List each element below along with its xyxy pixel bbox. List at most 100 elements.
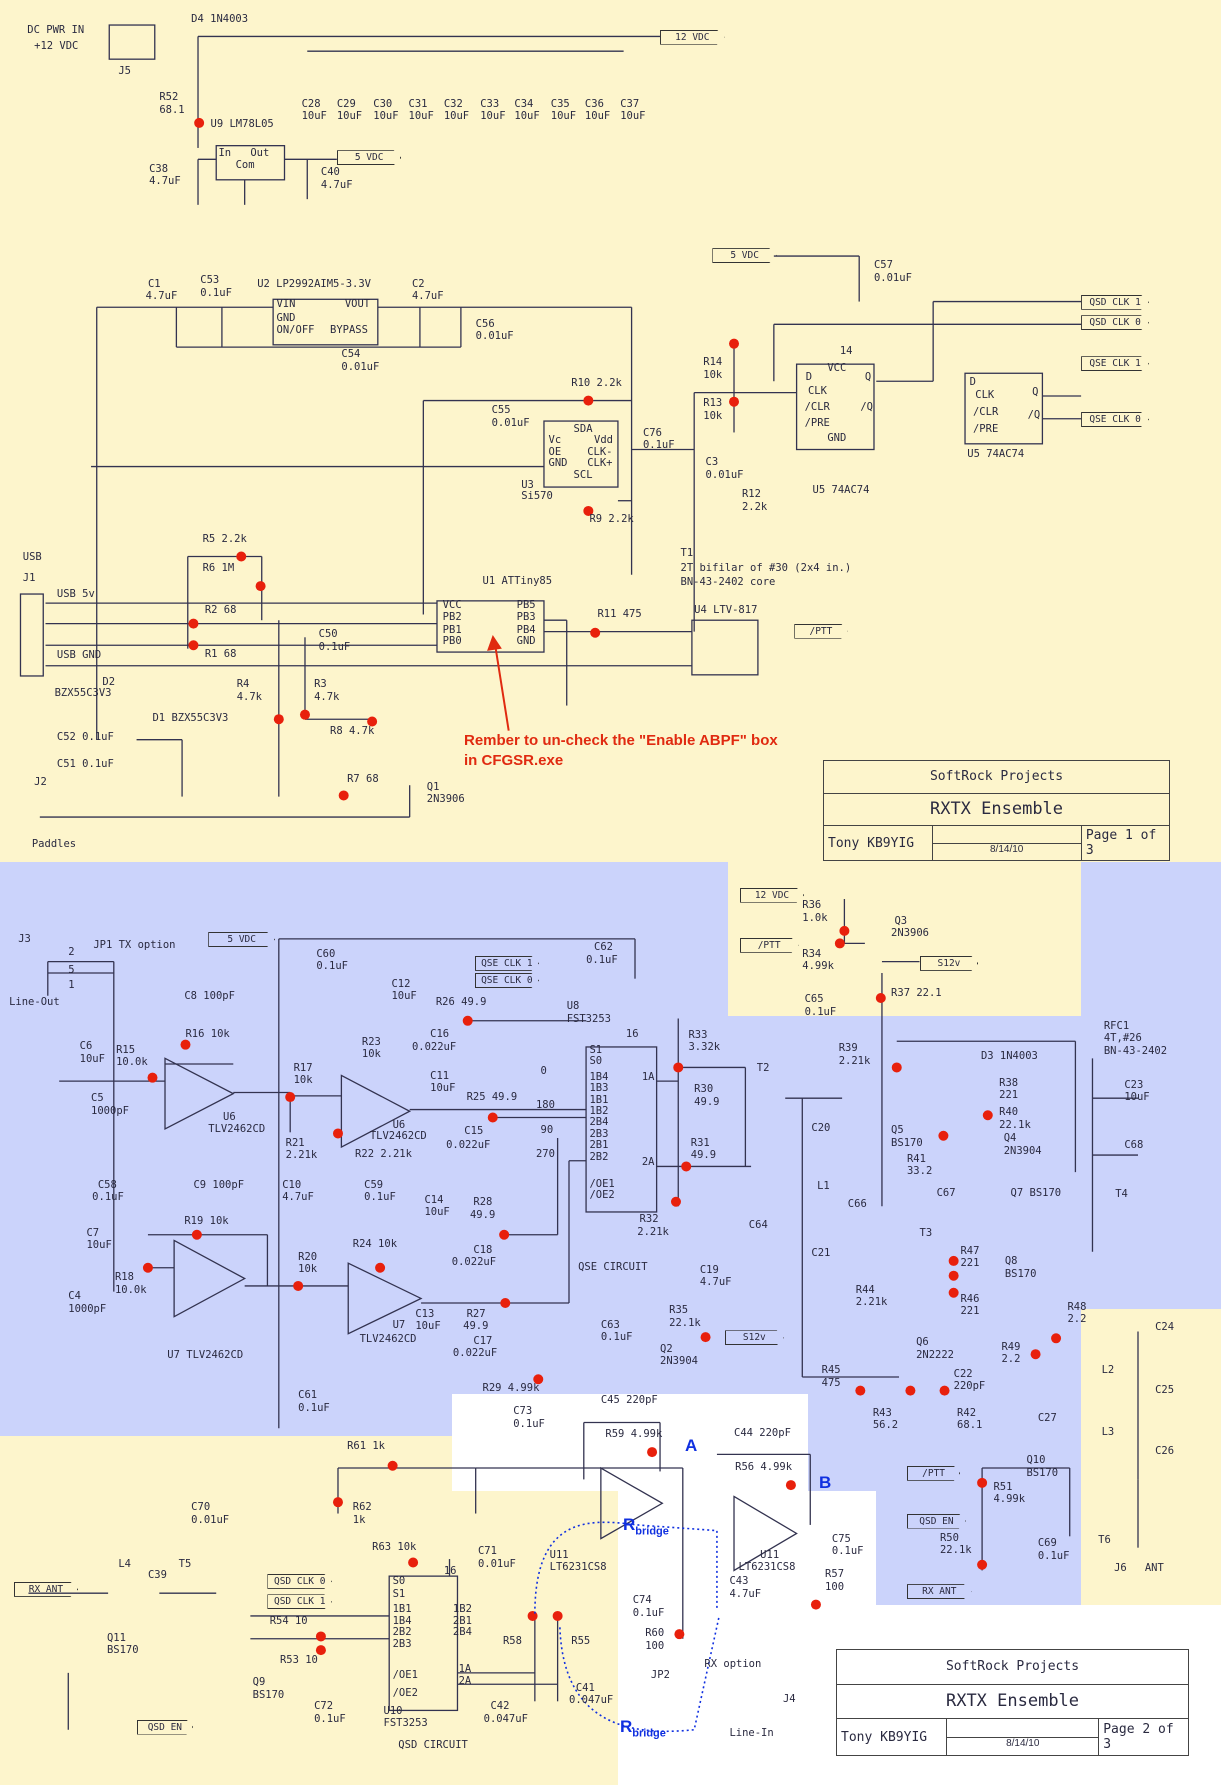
schematic-label: R31 [690,1136,710,1149]
schematic-label: R5 2.2k [202,532,247,545]
schematic-label: C26 [1155,1445,1175,1458]
schematic-label: R55 [571,1635,591,1648]
schematic-label: 2.2k [741,500,768,513]
net-label-tag: S12v [919,955,979,971]
schematic-label: C24 [1155,1321,1175,1334]
schematic-label: 0.01uF [341,360,380,373]
junction-dot [255,581,266,592]
junction-dot [387,1460,398,1471]
schematic-label: 270 [535,1148,555,1161]
schematic-label: C10 [282,1178,302,1191]
ic-u9 [215,145,286,181]
net-label-tag: 12 VDC [660,29,725,45]
schematic-label: U6 [223,1110,236,1123]
schematic-label: QSE CIRCUIT [578,1260,648,1273]
schematic-label: 4.99k [802,960,834,973]
schematic-label: 2N3904 [660,1355,698,1368]
schematic-label: 0.1uF [632,1606,665,1619]
schematic-label: 0.022uF [411,1041,457,1054]
schematic-label: T3 [919,1226,933,1239]
schematic-label: C75 [831,1532,851,1545]
schematic-label: D [969,375,976,388]
ic-u8 [585,1046,658,1213]
schematic-label: R34 [802,947,822,960]
page2-white-region-opamp [452,1394,808,1491]
schematic-label: 10uF [336,110,363,123]
schematic-label: 10uF [550,110,577,123]
schematic-label: 0.1uF [642,439,675,452]
schematic-label: R63 10k [372,1540,417,1553]
schematic-label: 2.21k [855,1296,888,1309]
schematic-label: R57 [825,1568,845,1581]
junction-dot [285,1092,296,1103]
schematic-label: 4.7uF [145,290,178,303]
junction-dot [670,1196,681,1207]
schematic-label: C35 [550,97,570,110]
rbridge-main: R [623,1515,636,1534]
schematic-label: J3 [18,933,31,946]
schematic-label: LT6231CS8 [738,1561,796,1574]
schematic-label: C43 [729,1574,749,1587]
schematic-label: C28 [301,97,321,110]
schematic-label: 4.7uF [282,1191,314,1204]
schematic-label: C39 [147,1569,167,1582]
schematic-label: U11 [760,1548,780,1561]
schematic-label: C74 [632,1594,652,1607]
schematic-label: 0.01uF [873,271,912,284]
schematic-label: 2T bifilar of #30 (2x4 in.) [680,562,852,575]
schematic-label: C3 [705,456,719,469]
schematic-label: PB3 [516,611,536,624]
schematic-label: 2.21k [637,1225,669,1238]
schematic-label: C65 [804,993,824,1006]
junction-dot [462,1015,473,1026]
net-label-tag: QSD EN [906,1513,966,1529]
schematic-label: J6 [1114,1562,1127,1575]
schematic-label: T2 [756,1061,770,1074]
net-label-tag: QSE CLK 1 [1081,356,1150,372]
schematic-label: 221 [999,1089,1019,1102]
schematic-label: R27 [466,1307,486,1320]
schematic-label: BS170 [1026,1466,1059,1479]
schematic-label: U9 LM78L05 [210,118,274,131]
schematic-label: R53 10 [279,1653,318,1666]
schematic-label: C63 [600,1318,620,1331]
schematic-label: J2 [34,776,47,789]
schematic-label: R12 [741,488,761,501]
schematic-label: 2B2 [589,1150,609,1163]
junction-dot [180,1039,191,1050]
schematic-label: 2A [641,1156,655,1169]
junction-dot [236,551,247,562]
schematic-label: C27 [1037,1412,1057,1425]
schematic-label: 0.1uF [804,1005,837,1018]
net-label-tag: QSD CLK 0 [267,1573,332,1589]
schematic-label: 2B4 [589,1116,609,1129]
junction-dot [982,1110,993,1121]
title-page: Page 1 of 3 [1085,828,1157,859]
junction-dot [487,1112,498,1123]
schematic-label: J4 [782,1693,796,1706]
schematic-label: C33 [480,97,500,110]
junction-dot [1051,1333,1062,1344]
schematic-label: C76 [642,426,662,439]
schematic-label: L2 [1101,1364,1115,1377]
schematic-label: 10k [298,1263,318,1276]
junction-dot [875,993,886,1004]
schematic-label: C42 [490,1700,510,1713]
schematic-label: 10uF [415,1320,441,1333]
junction-dot [552,1610,563,1621]
junction-dot [839,925,850,936]
schematic-label: R11 475 [597,607,642,620]
schematic-label: C36 [584,97,604,110]
schematic-label: C51 0.1uF [56,757,114,770]
schematic-label: 0.01uF [477,1557,516,1570]
junction-dot [891,1062,902,1073]
schematic-label: 0.022uF [446,1139,491,1152]
schematic-label: 0.01uF [475,330,514,343]
schematic-label: 56.2 [872,1419,899,1432]
junction-dot [194,117,205,128]
schematic-label: 1B2 [589,1104,609,1117]
page2-white-region-bottom [618,1491,876,1785]
schematic-label: Q2 [660,1342,673,1355]
net-label-tag: /PTT [794,623,848,639]
title-author: Tony KB9YIG [837,1719,948,1755]
